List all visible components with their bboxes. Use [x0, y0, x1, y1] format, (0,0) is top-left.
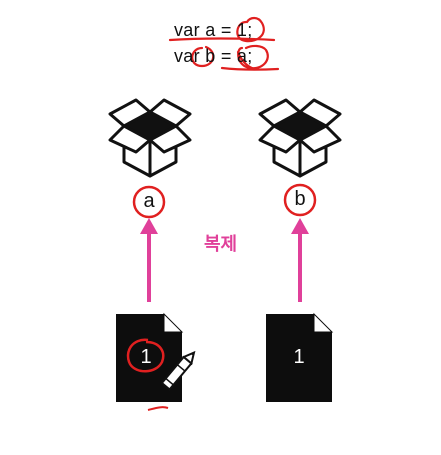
document-right-icon — [266, 312, 334, 402]
variable-label-b: b — [294, 188, 306, 210]
document-right-value: 1 — [293, 346, 305, 368]
pencil-icon — [160, 350, 196, 391]
code-annotations — [168, 16, 280, 71]
document-left-value: 1 — [140, 346, 152, 368]
copy-label: 복제 — [204, 234, 238, 255]
box-b-icon — [258, 98, 342, 178]
document-value-circle — [126, 338, 165, 373]
code-line-2: var b = a; — [174, 46, 253, 66]
variable-label-a: a — [143, 190, 155, 212]
code-line-1: var a = 1; — [174, 20, 253, 40]
arrow-right — [291, 218, 309, 302]
variable-a-circle — [132, 185, 166, 219]
variable-b-circle — [283, 183, 317, 217]
arrow-left — [140, 218, 158, 302]
box-a-icon — [108, 98, 192, 178]
document-underline-mark — [147, 406, 169, 411]
